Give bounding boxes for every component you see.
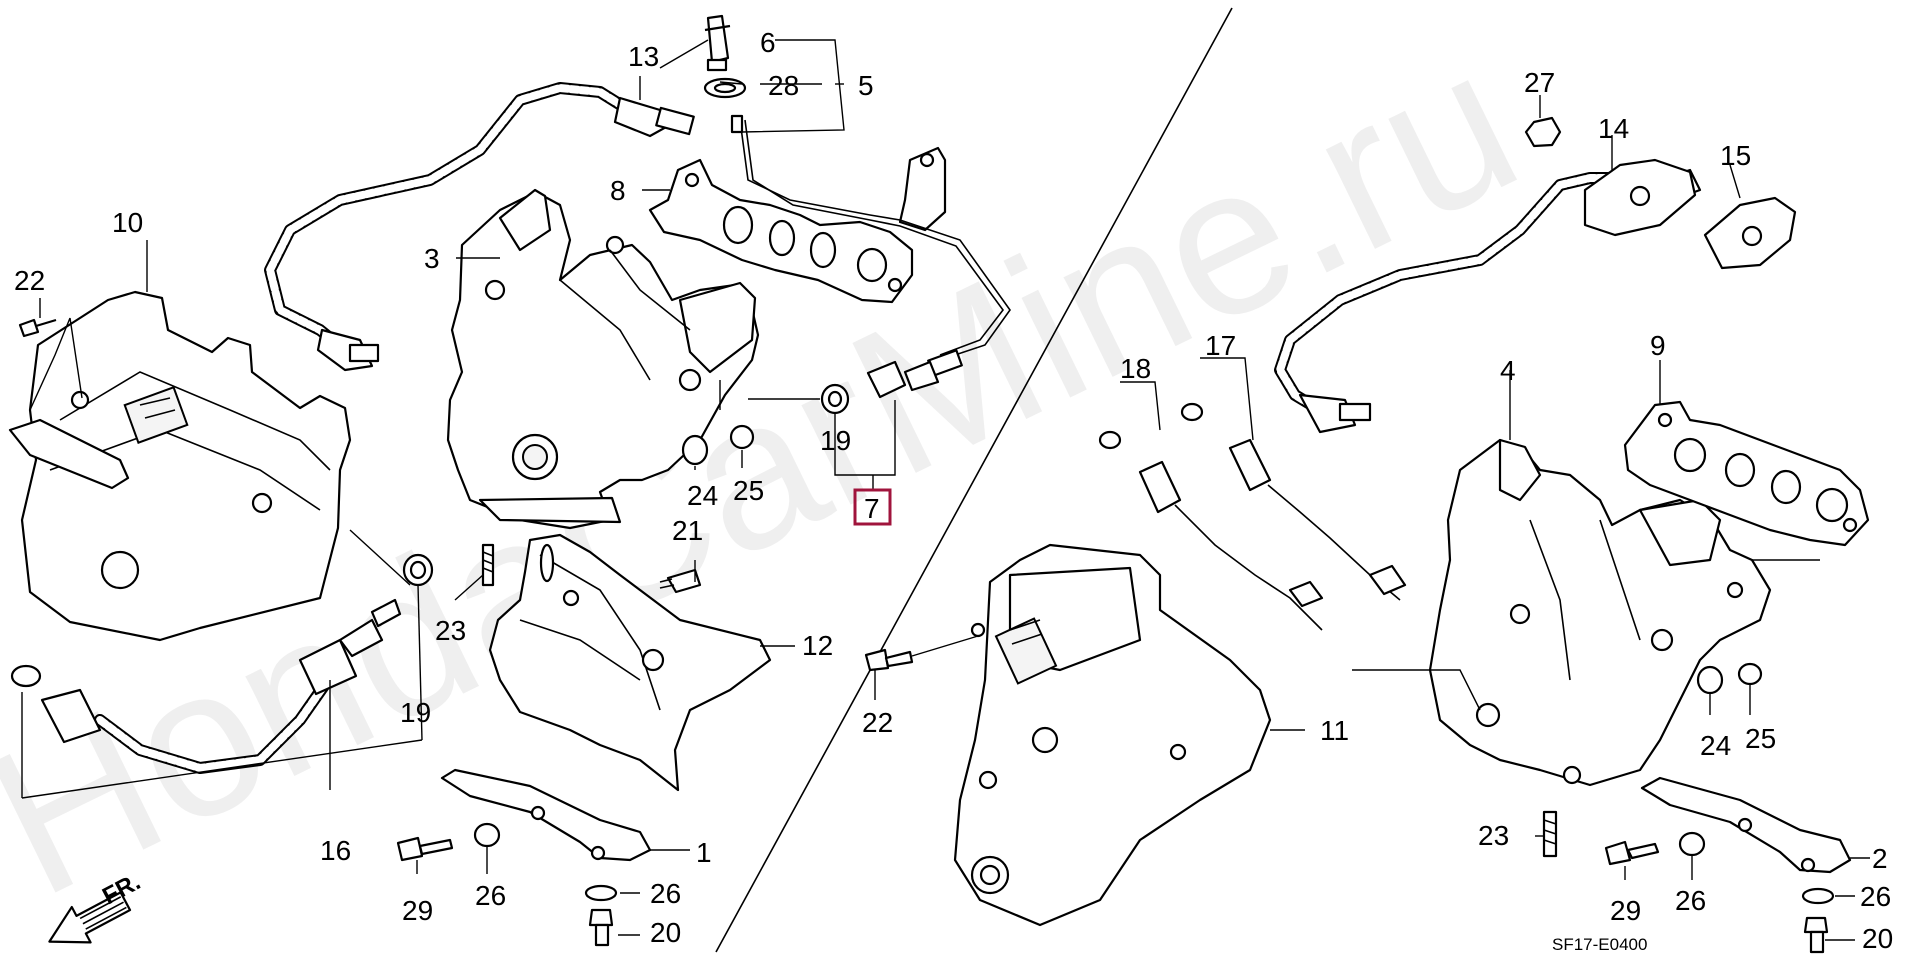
callout-14[interactable]: 14 xyxy=(1598,113,1629,144)
callout-15[interactable]: 15 xyxy=(1720,140,1751,171)
callout-27[interactable]: 27 xyxy=(1524,67,1555,98)
bolt-29-right[interactable] xyxy=(1604,840,1660,866)
callout-29-right[interactable]: 29 xyxy=(1610,895,1641,926)
callout-26-left-b[interactable]: 26 xyxy=(650,878,681,909)
callout-16[interactable]: 16 xyxy=(320,835,351,866)
callout-19-right[interactable]: 19 xyxy=(820,425,851,456)
washer-19-left[interactable] xyxy=(402,553,434,587)
callout-21[interactable]: 21 xyxy=(672,515,703,546)
bolt-29-left[interactable] xyxy=(396,836,454,862)
washer-26-right-a[interactable] xyxy=(1678,831,1706,857)
washer-26-left-a[interactable] xyxy=(473,822,501,848)
stud-23-right[interactable] xyxy=(1542,810,1558,858)
lower-heat-shield-12[interactable] xyxy=(488,533,772,792)
stud-23-left[interactable] xyxy=(481,543,495,587)
washer-25-right[interactable] xyxy=(1737,662,1763,686)
callout-29-left[interactable]: 29 xyxy=(402,895,433,926)
callout-3[interactable]: 3 xyxy=(424,243,440,274)
callout-18[interactable]: 18 xyxy=(1120,353,1151,384)
callout-10[interactable]: 10 xyxy=(112,207,143,238)
callout-7[interactable]: 7 xyxy=(864,493,880,524)
upper-heat-shield-10[interactable] xyxy=(20,290,352,642)
sensor-17[interactable] xyxy=(1180,402,1407,601)
callout-1[interactable]: 1 xyxy=(696,837,712,868)
washer-26-left-b[interactable] xyxy=(584,884,618,902)
callout-26-right-a[interactable]: 26 xyxy=(1675,885,1706,916)
callout-24-right[interactable]: 24 xyxy=(1700,730,1731,761)
callout-22-left[interactable]: 22 xyxy=(14,265,45,296)
callout-23-left[interactable]: 23 xyxy=(435,615,466,646)
callout-20-right[interactable]: 20 xyxy=(1862,923,1893,954)
sensor-18[interactable] xyxy=(1098,430,1324,631)
sensor-7[interactable] xyxy=(866,360,940,399)
callout-5[interactable]: 5 xyxy=(858,70,874,101)
callout-28[interactable]: 28 xyxy=(768,70,799,101)
callout-25-left[interactable]: 25 xyxy=(733,475,764,506)
callout-6[interactable]: 6 xyxy=(760,27,776,58)
callout-2[interactable]: 2 xyxy=(1872,843,1888,874)
callouts: 13 6 28 5 8 10 3 22 19 24 25 21 23 12 19… xyxy=(14,27,1893,954)
view-divider xyxy=(715,7,1233,953)
pipe-fitting-6[interactable] xyxy=(704,14,731,72)
leader-lines xyxy=(39,39,1870,941)
callout-25-right[interactable]: 25 xyxy=(1745,723,1776,754)
callout-12[interactable]: 12 xyxy=(802,630,833,661)
callout-19-left[interactable]: 19 xyxy=(400,697,431,728)
flange-gasket-14[interactable] xyxy=(1583,158,1697,237)
flange-gasket-15[interactable] xyxy=(1703,196,1797,270)
bolt-20-left[interactable] xyxy=(588,908,614,947)
diagram-code: SF17-E0400 xyxy=(1552,935,1647,954)
callout-13[interactable]: 13 xyxy=(628,41,659,72)
callout-17[interactable]: 17 xyxy=(1205,330,1236,361)
callout-9[interactable]: 9 xyxy=(1650,330,1666,361)
clamp-28[interactable] xyxy=(703,77,747,99)
callout-7-highlight xyxy=(853,488,892,526)
bracket-1[interactable] xyxy=(440,768,652,862)
callout-26-right-b[interactable]: 26 xyxy=(1860,881,1891,912)
callout-11[interactable]: 11 xyxy=(1320,715,1349,746)
bolt-22-left[interactable] xyxy=(18,318,57,338)
callout-24-left[interactable]: 24 xyxy=(687,480,718,511)
left-assembly xyxy=(8,14,1011,947)
bolt-20-right[interactable] xyxy=(1803,916,1829,954)
bolt-22-right[interactable] xyxy=(864,648,914,672)
nut-24-left[interactable] xyxy=(681,434,709,466)
callout-26-left-a[interactable]: 26 xyxy=(475,880,506,911)
callout-4[interactable]: 4 xyxy=(1500,355,1516,386)
washer-26-right-b[interactable] xyxy=(1801,887,1835,905)
washer-19-right[interactable] xyxy=(820,383,850,415)
washer-25-left[interactable] xyxy=(729,424,755,450)
callout-22-right[interactable]: 22 xyxy=(862,707,893,738)
callout-20-left[interactable]: 20 xyxy=(650,917,681,948)
oxygen-sensor-16[interactable] xyxy=(10,598,402,774)
callout-23-right[interactable]: 23 xyxy=(1478,820,1509,851)
right-assembly xyxy=(864,116,1870,954)
front-direction-arrow xyxy=(48,891,132,944)
nut-24-right[interactable] xyxy=(1696,665,1724,695)
callout-8[interactable]: 8 xyxy=(610,175,626,206)
bolt-21[interactable] xyxy=(659,568,702,594)
nut-27[interactable] xyxy=(1524,116,1562,148)
